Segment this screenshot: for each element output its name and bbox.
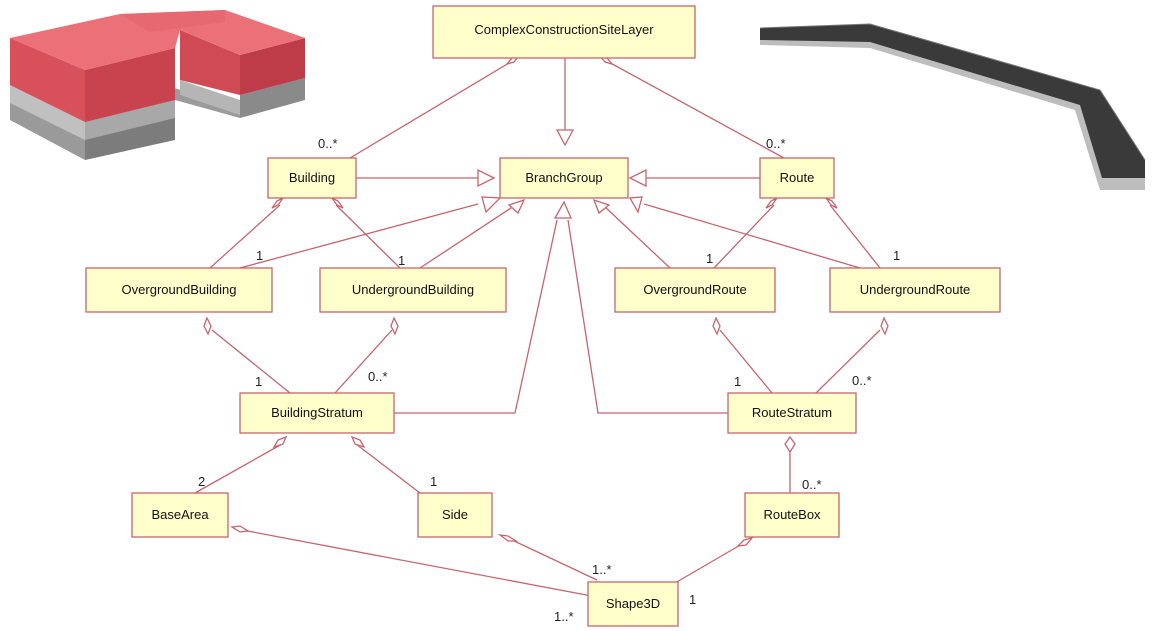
class-overground-building: OvergroundBuilding xyxy=(85,267,273,313)
multiplicity-building-stratum-1: 1 xyxy=(255,374,262,389)
class-label: Route xyxy=(780,170,815,185)
multiplicity-shape3d-top: 1..* xyxy=(592,562,612,577)
class-label: BaseArea xyxy=(151,507,209,522)
class-underground-route: UndergroundRoute xyxy=(829,267,1001,313)
building-3d-illustration xyxy=(10,10,305,160)
class-route-stratum: RouteStratum xyxy=(727,392,857,434)
class-label: UndergroundBuilding xyxy=(352,282,474,297)
multiplicity-route: 0..* xyxy=(766,136,786,151)
class-side: Side xyxy=(417,492,493,538)
multiplicity-side: 1 xyxy=(430,474,437,489)
class-underground-building: UndergroundBuilding xyxy=(319,267,507,313)
diagram-edges xyxy=(194,54,889,598)
class-label: RouteBox xyxy=(763,507,821,522)
multiplicity-base-area: 2 xyxy=(198,474,205,489)
class-base-area: BaseArea xyxy=(131,492,229,538)
class-label: OvergroundBuilding xyxy=(122,282,237,297)
class-label: BranchGroup xyxy=(525,170,602,185)
class-building-stratum: BuildingStratum xyxy=(239,392,395,434)
class-building: Building xyxy=(267,157,357,199)
multiplicity-shape3d-right: 1 xyxy=(689,592,696,607)
multiplicity-building: 0..* xyxy=(318,136,338,151)
class-label: RouteStratum xyxy=(752,405,832,420)
class-label: ComplexConstructionSiteLayer xyxy=(474,22,654,37)
class-label: OvergroundRoute xyxy=(643,282,746,297)
multiplicity-route-stratum-1: 1 xyxy=(734,374,741,389)
multiplicity-route-stratum-many: 0..* xyxy=(852,373,872,388)
class-shape3d: Shape3D xyxy=(587,581,679,627)
multiplicity-shape3d-left: 1..* xyxy=(554,609,574,624)
multiplicity-labels: 0..* 0..* 1 1 1 1 1 0..* 1 0..* 2 1 0..*… xyxy=(198,136,900,624)
class-route: Route xyxy=(759,157,835,199)
multiplicity-route-box: 0..* xyxy=(802,477,822,492)
class-complex-construction-site-layer: ComplexConstructionSiteLayer xyxy=(432,5,696,59)
route-3d-illustration xyxy=(759,23,1146,190)
class-label: Shape3D xyxy=(606,596,660,611)
class-label: BuildingStratum xyxy=(271,405,363,420)
class-label: UndergroundRoute xyxy=(860,282,971,297)
class-label: Side xyxy=(442,507,468,522)
multiplicity-overground-route: 1 xyxy=(706,251,713,266)
class-route-box: RouteBox xyxy=(744,492,840,538)
multiplicity-overground-building: 1 xyxy=(256,248,263,263)
multiplicity-underground-route: 1 xyxy=(893,248,900,263)
multiplicity-building-stratum-many: 0..* xyxy=(368,369,388,384)
class-label: Building xyxy=(289,170,335,185)
multiplicity-underground-building: 1 xyxy=(398,253,405,268)
class-branch-group: BranchGroup xyxy=(499,157,629,199)
class-overground-route: OvergroundRoute xyxy=(614,267,776,313)
